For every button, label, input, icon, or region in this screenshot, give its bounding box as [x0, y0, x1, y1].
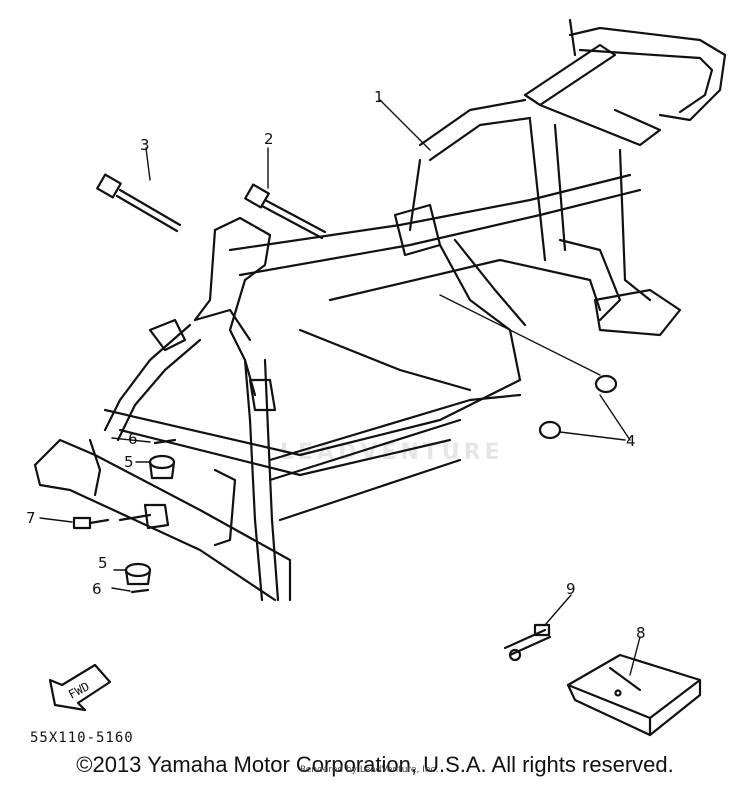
tool-bag-8 — [566, 653, 702, 737]
callout-3: 3 — [140, 136, 150, 154]
callout-2: 2 — [264, 130, 274, 148]
callout-8: 8 — [636, 624, 646, 642]
clip-6 — [130, 438, 177, 594]
collar-4 — [538, 374, 618, 440]
callout-6-upper: 6 — [128, 430, 138, 448]
callout-5-lower: 5 — [98, 554, 108, 572]
callout-7: 7 — [26, 509, 36, 527]
lower-rails — [33, 238, 682, 602]
callout-4: 4 — [626, 432, 636, 450]
rendered-by-note: Rendered by LeadVenture, Inc. — [300, 765, 439, 775]
watermark: LEADVENTURE — [280, 440, 504, 465]
band-9 — [503, 623, 552, 662]
part-code: 55X110-5160 — [30, 730, 134, 746]
bolt-2 — [244, 183, 327, 240]
callout-1: 1 — [374, 88, 384, 106]
mount-block — [118, 503, 170, 530]
main-frame-tubes — [228, 98, 642, 382]
bolt-7 — [72, 516, 110, 530]
fwd-arrow — [48, 663, 112, 712]
callout-9: 9 — [566, 580, 576, 598]
callout-5-upper: 5 — [124, 453, 134, 471]
copyright-notice: ©2013 Yamaha Motor Corporation, U.S.A. A… — [76, 752, 674, 777]
fwd-label: FWD — [66, 679, 92, 702]
bolt-3 — [96, 173, 182, 233]
callout-6-lower: 6 — [92, 580, 102, 598]
callout-labels: 1 2 3 4 5 5 6 6 7 8 9 FWD — [26, 88, 646, 702]
rear-rack — [523, 18, 727, 302]
leader-lines — [39, 99, 641, 676]
front-section — [103, 216, 280, 602]
